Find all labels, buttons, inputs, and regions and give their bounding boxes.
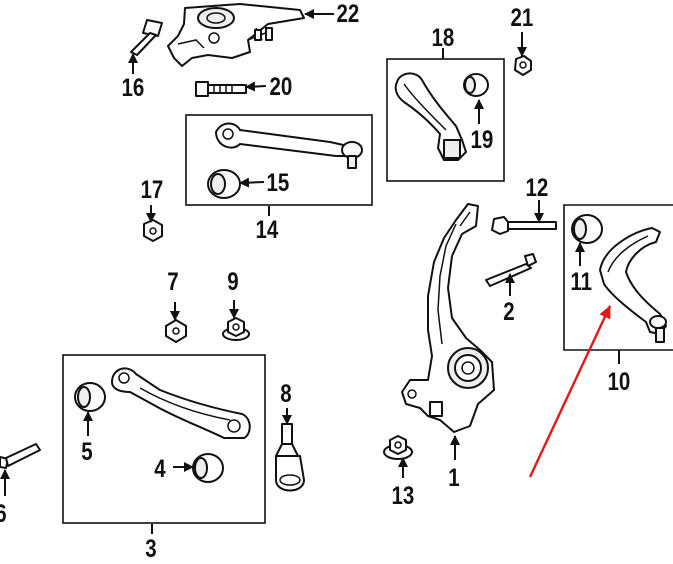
callout-6: 6 [0, 499, 7, 527]
part-8-ball-joint[interactable] [275, 423, 305, 492]
callout-18: 18 [432, 23, 455, 51]
callout-8: 8 [280, 379, 292, 407]
part-11-bushing[interactable] [571, 214, 603, 244]
callout-1: 1 [448, 463, 460, 491]
callout-15: 15 [267, 168, 290, 196]
callout-16: 16 [122, 73, 145, 101]
callout-11: 11 [570, 267, 592, 295]
callout-4: 4 [154, 454, 166, 482]
part-19-bushing[interactable] [463, 73, 489, 97]
callout-14: 14 [256, 215, 279, 243]
part-10-control-arm[interactable] [599, 227, 667, 343]
part-12-bolt[interactable] [491, 216, 557, 235]
part-17-nut[interactable] [143, 219, 163, 242]
group-box-14 [185, 114, 373, 206]
part-6-bolt[interactable] [0, 443, 41, 469]
callout-5: 5 [81, 437, 93, 465]
part-13-nut[interactable] [383, 435, 413, 460]
callout-labels: 22 16 20 21 18 19 15 14 17 12 2 11 10 7 … [0, 0, 630, 562]
leader-lines [0, 9, 620, 534]
callout-7: 7 [167, 267, 178, 295]
part-16-bolt[interactable] [130, 19, 163, 56]
callout-13: 13 [392, 481, 415, 509]
callout-19: 19 [471, 125, 494, 153]
callout-22: 22 [337, 0, 360, 27]
part-4-bushing[interactable] [192, 453, 224, 483]
callout-21: 21 [511, 3, 534, 31]
part-14-lateral-link[interactable] [215, 122, 363, 169]
callout-10: 10 [608, 367, 631, 395]
part-7-nut[interactable] [165, 319, 187, 343]
callout-17: 17 [141, 175, 164, 203]
callout-20: 20 [270, 72, 293, 100]
callout-9: 9 [227, 267, 238, 295]
part-21-nut[interactable] [514, 55, 532, 76]
part-1-steering-knuckle[interactable] [401, 203, 495, 433]
part-3-control-arm[interactable] [111, 367, 251, 439]
part-20-bolt[interactable] [195, 81, 247, 97]
callout-3: 3 [145, 534, 156, 562]
group-box-3 [62, 354, 266, 524]
part-15-bushing[interactable] [207, 169, 241, 199]
part-18-control-arm[interactable] [394, 72, 467, 161]
part-5-bushing[interactable] [74, 382, 106, 412]
callout-12: 12 [526, 173, 549, 201]
callout-2: 2 [503, 297, 514, 325]
highlight-arrow [528, 305, 612, 478]
part-9-nut[interactable] [222, 317, 250, 341]
part-22-mount-bracket[interactable] [167, 3, 305, 67]
group-box-18 [386, 58, 505, 182]
